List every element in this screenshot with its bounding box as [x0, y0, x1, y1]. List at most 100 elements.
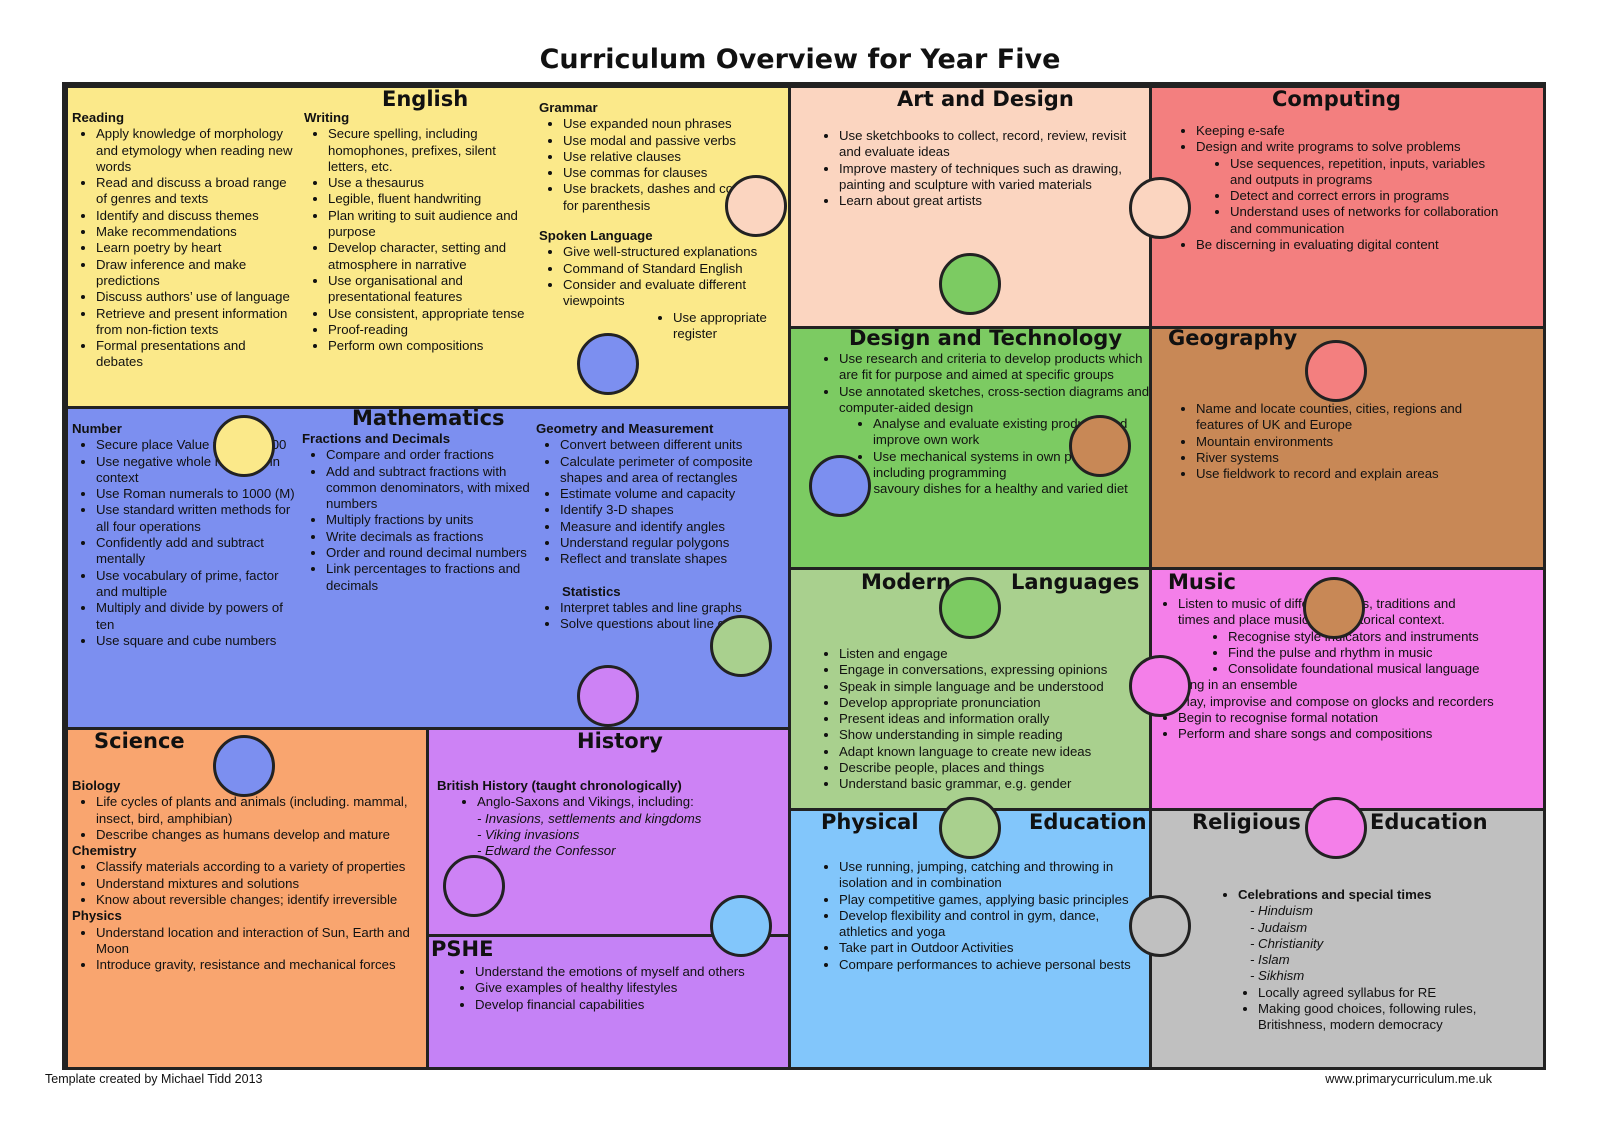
geometry-heading: Geometry and Measurement: [536, 421, 714, 436]
knob-history-maths: [577, 665, 639, 727]
music-title: Music: [1168, 570, 1236, 594]
art-list: Use sketchbooks to collect, record, revi…: [815, 128, 1149, 209]
pe-list-item: Compare performances to achieve personal…: [839, 957, 1149, 973]
grammar-list-item: Use commas for clauses: [563, 165, 784, 181]
history-heading: British History (taught chronologically): [437, 778, 682, 793]
footer-url[interactable]: www.primarycurriculum.me.uk: [1325, 1072, 1492, 1086]
fractions-list-item: Write decimals as fractions: [326, 529, 532, 545]
art-list-item: Learn about great artists: [839, 193, 1149, 209]
knob-maths-english: [577, 333, 639, 395]
reading-list-item: Formal presentations and debates: [96, 338, 296, 371]
dt-item-last: Cook savoury dishes for a healthy and va…: [839, 481, 1149, 497]
languages-list-item: Engage in conversations, expressing opin…: [839, 662, 1149, 678]
english-reading: Reading Apply knowledge of morphology an…: [72, 110, 296, 371]
geometry-list-item: Measure and identify angles: [560, 519, 784, 535]
geography-list-item: River systems: [1196, 450, 1512, 466]
fractions-list-item: Add and subtract fractions with common d…: [326, 464, 532, 513]
music-sub-list-item: Consolidate foundational musical languag…: [1228, 661, 1494, 677]
fractions-list-item: Link percentages to fractions and decima…: [326, 561, 532, 594]
re-dash-2: - Christianity: [1250, 935, 1324, 951]
pshe-title: PSHE: [431, 937, 494, 961]
geometry-list-item: Convert between different units: [560, 437, 784, 453]
number-list-item: Use vocabulary of prime, factor and mult…: [96, 568, 298, 601]
writing-list-item: Legible, fluent handwriting: [328, 191, 534, 207]
history-dash-1: - Viking invasions: [477, 826, 580, 842]
languages-list-item: Describe people, places and things: [839, 760, 1149, 776]
knob-english-art: [725, 175, 787, 237]
computing-sub-list-item: Detect and correct errors in programs: [1230, 188, 1508, 204]
english-title: English: [382, 87, 469, 111]
reading-list-item: Apply knowledge of morphology and etymol…: [96, 126, 296, 175]
spoken-sub-list: Use appropriate register: [563, 310, 784, 343]
grammar-list-item: Use expanded noun phrases: [563, 116, 784, 132]
art-content: Use sketchbooks to collect, record, revi…: [815, 128, 1149, 209]
fractions-list-item: Compare and order fractions: [326, 447, 532, 463]
english-writing: Writing Secure spelling, including homop…: [304, 110, 534, 354]
writing-heading: Writing: [304, 110, 350, 125]
re-title-left: Religious: [1192, 810, 1301, 834]
languages-title-left: Modern: [861, 570, 951, 594]
number-list-item: Use square and cube numbers: [96, 633, 298, 649]
history-item-0: Anglo-Saxons and Vikings, including:: [477, 794, 787, 810]
pe-content: Use running, jumping, catching and throw…: [815, 859, 1149, 973]
computing-sub-list: Use sequences, repetition, inputs, varia…: [1196, 156, 1508, 237]
languages-list-item: Adapt known language to create new ideas: [839, 744, 1149, 760]
dt-item-1: Use annotated sketches, cross-section di…: [839, 384, 1149, 417]
knob-languages-pe: [939, 797, 1001, 859]
statistics-list: Interpret tables and line graphsSolve qu…: [536, 600, 784, 633]
reading-list: Apply knowledge of morphology and etymol…: [72, 126, 296, 370]
science-title: Science: [94, 729, 185, 753]
art-list-item: Improve mastery of techniques such as dr…: [839, 161, 1149, 194]
maths-title: Mathematics: [352, 406, 505, 430]
music-sub-list: Recognise style indicators and instrumen…: [1178, 629, 1494, 678]
writing-list-item: Proof-reading: [328, 322, 534, 338]
maths-fractions: Fractions and Decimals Compare and order…: [302, 431, 532, 594]
pe-list-item: Develop flexibility and control in gym, …: [839, 908, 1149, 941]
history-content: British History (taught chronologically)…: [437, 778, 787, 859]
re-list-item: Making good choices, following rules, Br…: [1258, 1001, 1543, 1034]
art-title: Art and Design: [897, 87, 1074, 111]
geometry-list-item: Calculate perimeter of composite shapes …: [560, 454, 784, 487]
chemistry-list-item: Classify materials according to a variet…: [96, 859, 426, 875]
languages-list-item: Understand basic grammar, e.g. gender: [839, 776, 1149, 792]
knob-computing-geography: [1305, 340, 1367, 402]
biology-list: Life cycles of plants and animals (inclu…: [72, 794, 426, 843]
dt-sub-list-item: Use mechanical systems in own products, …: [873, 449, 1149, 482]
chemistry-heading: Chemistry: [72, 843, 137, 859]
languages-list-item: Present ideas and information orally: [839, 711, 1149, 727]
geography-list-item: Name and locate counties, cities, region…: [1196, 401, 1512, 434]
reading-list-item: Draw inference and make predictions: [96, 257, 296, 290]
pe-title-right: Education: [1029, 810, 1147, 834]
re-title-right: Education: [1370, 810, 1488, 834]
grammar-list: Use expanded noun phrasesUse modal and p…: [539, 116, 784, 214]
writing-list-item: Secure spelling, including homophones, p…: [328, 126, 534, 175]
pshe-list: Understand the emotions of myself and ot…: [451, 964, 788, 1013]
reading-list-item: Make recommendations: [96, 224, 296, 240]
grammar-list-item: Use modal and passive verbs: [563, 133, 784, 149]
knob-maths-dt: [809, 455, 871, 517]
geometry-list-item: Identify 3-D shapes: [560, 502, 784, 518]
re-list: Locally agreed syllabus for REMaking goo…: [1214, 985, 1543, 1034]
writing-list-item: Use consistent, appropriate tense: [328, 306, 534, 322]
pshe-list-item: Develop financial capabilities: [475, 997, 788, 1013]
computing-piece: Computing Keeping e-safe Design and writ…: [1149, 85, 1543, 329]
maths-geometry: Geometry and Measurement Convert between…: [536, 421, 784, 633]
knob-pe-pshe: [710, 895, 772, 957]
languages-list: Listen and engageEngage in conversations…: [815, 646, 1149, 793]
knob-music-languages: [1129, 655, 1191, 717]
history-dash-0: - Invasions, settlements and kingdoms: [477, 810, 702, 826]
knob-music-re: [1305, 797, 1367, 859]
spoken-sub-item: Use appropriate register: [673, 310, 784, 343]
re-dash-list: - Hinduism - Judaism - Christianity - Is…: [1214, 903, 1543, 984]
chemistry-list-item: Understand mixtures and solutions: [96, 876, 426, 892]
dt-title: Design and Technology: [849, 326, 1123, 350]
spoken-language-item: Command of Standard English: [563, 261, 784, 277]
knob-maths-science: [213, 735, 275, 797]
number-list-item: Multiply and divide by powers of ten: [96, 600, 298, 633]
spoken-language-item: Give well-structured explanations: [563, 244, 784, 260]
english-grammar: Grammar Use expanded noun phrasesUse mod…: [539, 100, 784, 342]
pshe-list-item: Understand the emotions of myself and ot…: [475, 964, 788, 980]
writing-list-item: Use organisational and presentational fe…: [328, 273, 534, 306]
knob-art-computing: [1129, 177, 1191, 239]
statistics-heading: Statistics: [562, 583, 621, 599]
